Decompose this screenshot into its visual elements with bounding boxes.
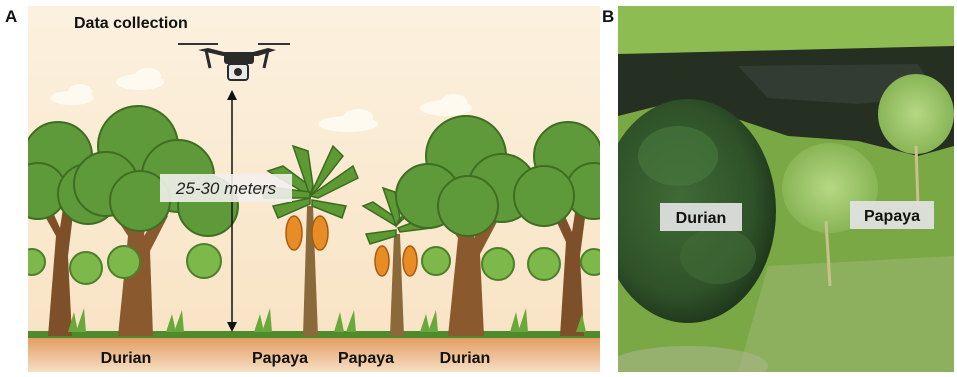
aerial-label-papaya: Papaya [864, 208, 920, 225]
distance-label: 25-30 meters [175, 179, 277, 198]
ground-label-durian-2: Durian [440, 350, 491, 367]
panel-b-letter: B [602, 7, 614, 27]
panel-b-aerial-photo: Durian Papaya [618, 6, 954, 372]
panel-a-title: Data collection [74, 15, 188, 32]
panel-b-svg: Durian Papaya [618, 6, 954, 372]
panel-a-letter: A [5, 7, 17, 27]
panel-a-illustration: 25-30 meters Data collection Durian Papa… [28, 6, 600, 372]
ground-label-papaya-2: Papaya [338, 350, 394, 367]
ground-label-durian-1: Durian [101, 350, 152, 367]
aerial-dry-patch [738, 256, 954, 372]
ground-label-papaya-1: Papaya [252, 350, 308, 367]
aerial-label-durian: Durian [676, 210, 727, 227]
panel-a-svg: 25-30 meters Data collection Durian Papa… [28, 6, 600, 372]
aerial-top-grass [618, 6, 954, 54]
